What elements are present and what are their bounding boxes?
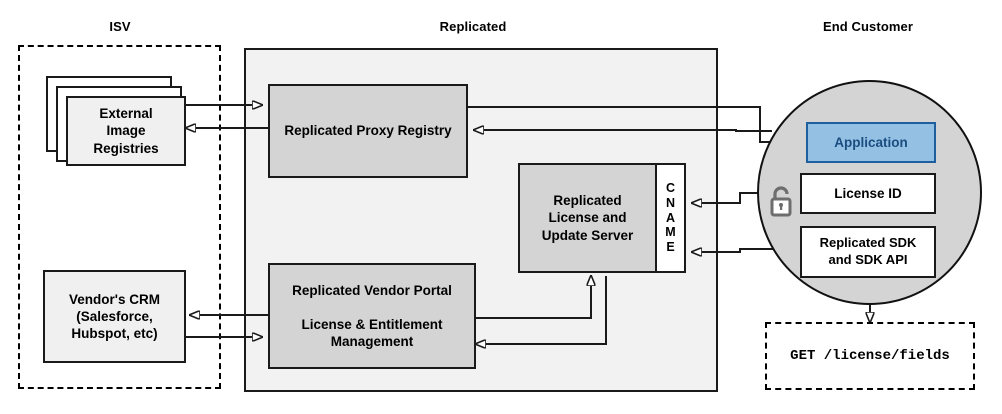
zone-title-replicated: Replicated <box>439 19 507 34</box>
unlocked-padlock-icon <box>766 184 796 220</box>
vendor-portal-title: Replicated Vendor Portal <box>292 282 452 298</box>
license-update-server-line2: License and <box>548 210 627 226</box>
node-application[interactable]: Application <box>806 122 936 163</box>
replicated-sdk-line1: Replicated SDK <box>819 235 917 251</box>
api-call-label: GET /license/fields <box>790 348 950 364</box>
isv-boundary <box>18 45 221 389</box>
node-cname-strip[interactable]: C N A M E <box>655 163 686 273</box>
license-id-label: License ID <box>834 185 902 201</box>
node-replicated-sdk[interactable]: Replicated SDK and SDK API <box>800 226 936 278</box>
node-api-call[interactable]: GET /license/fields <box>765 322 975 390</box>
node-license-id[interactable]: License ID <box>800 173 936 214</box>
vendor-portal-line3: Management <box>330 334 414 349</box>
cname-letter-m: M <box>665 225 676 240</box>
cname-letter-a: A <box>665 210 676 225</box>
external-image-registries-line2: Image <box>106 123 146 139</box>
license-update-server-line1: Replicated <box>553 193 622 209</box>
node-replicated-vendor-portal[interactable]: Replicated Vendor Portal License & Entit… <box>268 263 476 369</box>
node-license-and-update-server[interactable]: Replicated License and Update Server <box>518 163 657 273</box>
application-label: Application <box>834 134 908 150</box>
license-update-server-line3: Update Server <box>541 227 634 243</box>
proxy-registry-label: Replicated Proxy Registry <box>284 123 452 139</box>
cname-letter-c: C <box>665 181 676 196</box>
zone-title-end-customer: End Customer <box>822 19 914 34</box>
replicated-sdk-line2: and SDK API <box>828 252 908 267</box>
cname-letter-n: N <box>665 195 676 210</box>
node-external-image-registries[interactable]: External Image Registries <box>66 96 186 166</box>
vendor-crm-line2: (Salesforce, <box>76 308 153 324</box>
node-replicated-proxy-registry[interactable]: Replicated Proxy Registry <box>268 84 468 178</box>
node-vendor-crm[interactable]: Vendor's CRM (Salesforce, Hubspot, etc) <box>43 270 186 363</box>
cname-letter-e: E <box>666 240 675 255</box>
vendor-crm-line3: Hubspot, etc) <box>71 326 158 342</box>
zone-title-isv: ISV <box>109 19 131 34</box>
external-image-registries-line3: Registries <box>93 140 159 156</box>
external-image-registries-line1: External <box>99 106 153 122</box>
vendor-portal-line2: License & Entitlement <box>301 316 443 332</box>
vendor-crm-line1: Vendor's CRM <box>69 291 160 307</box>
